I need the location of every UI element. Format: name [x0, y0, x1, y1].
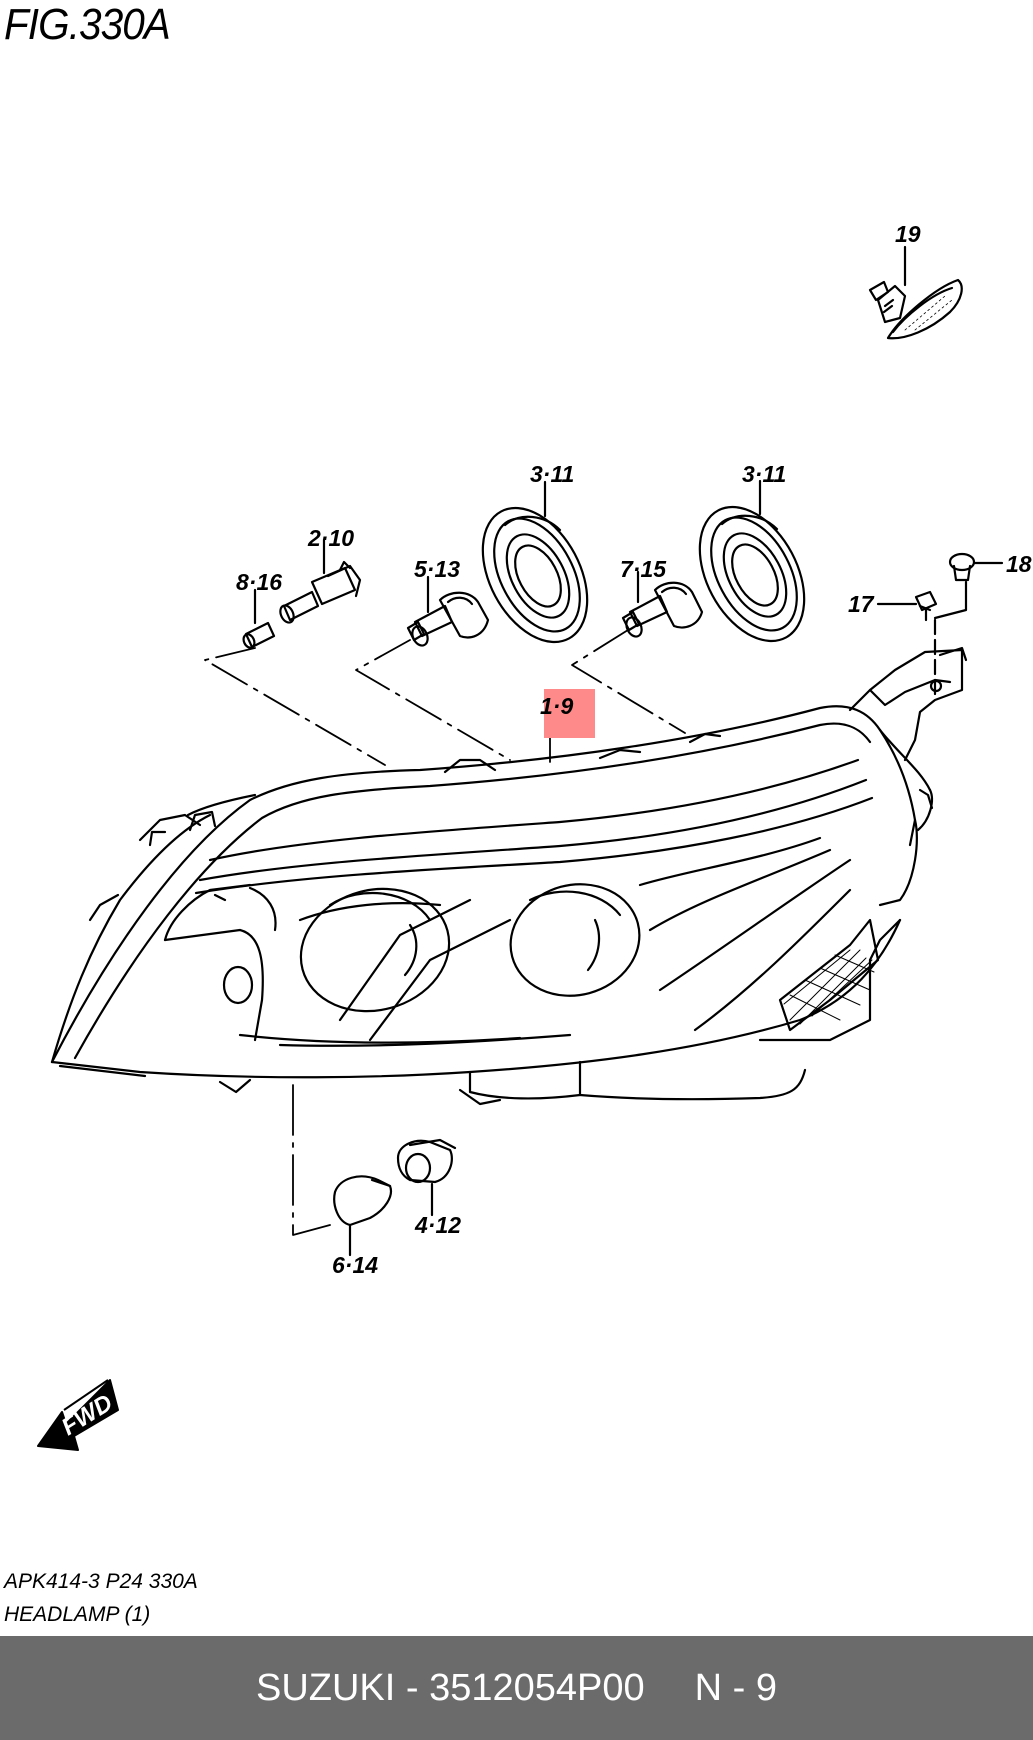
screw-17[interactable]	[876, 590, 938, 622]
callout-3-11-left: 3·11	[530, 461, 574, 487]
fwd-arrow-icon: FWD	[37, 1379, 119, 1451]
headlamp-diagram: 19 3·11 3·11 2·10 8·16 5·13 7·15 17 18 1…	[37, 221, 1032, 1451]
callout-7-15: 7·15	[620, 556, 667, 582]
figure-ref-name: HEADLAMP (1)	[4, 1603, 151, 1626]
clip-18[interactable]	[948, 552, 1004, 582]
bulb-8-16[interactable]	[242, 588, 276, 649]
heat-sink-hatching	[783, 949, 875, 1025]
footer-page: N - 9	[694, 1666, 778, 1709]
bulb-7-15[interactable]	[621, 570, 704, 639]
callout-3-11-right: 3·11	[742, 461, 786, 487]
callout-8-16: 8·16	[236, 569, 282, 595]
callout-5-13: 5·13	[414, 556, 460, 582]
bulb-6-14[interactable]	[333, 1175, 393, 1257]
side-marker-lamp[interactable]	[868, 245, 963, 340]
bulb-5-13[interactable]	[406, 575, 490, 648]
headlamp-housing[interactable]	[50, 646, 968, 1106]
callout-18: 18	[1006, 551, 1032, 577]
grommet-right[interactable]	[678, 479, 825, 659]
grommet-left[interactable]	[461, 480, 608, 660]
highlight-1-9	[544, 689, 595, 738]
socket-4-12[interactable]	[396, 1138, 457, 1217]
footer-bar: SUZUKI - 3512054P00 N - 9	[0, 1636, 1033, 1740]
socket-2-10[interactable]	[278, 538, 362, 625]
callout-19: 19	[895, 221, 921, 247]
figure-title: FIG.330A	[4, 0, 171, 49]
callout-4-12: 4·12	[414, 1212, 461, 1238]
callout-17: 17	[848, 591, 875, 617]
footer-part-text: SUZUKI - 3512054P00	[255, 1666, 645, 1709]
callout-6-14: 6·14	[332, 1252, 378, 1278]
figure-ref-code: APK414-3 P24 330A	[4, 1570, 198, 1593]
callout-2-10: 2·10	[307, 525, 354, 551]
callout-1-9: 1·9	[540, 693, 573, 719]
